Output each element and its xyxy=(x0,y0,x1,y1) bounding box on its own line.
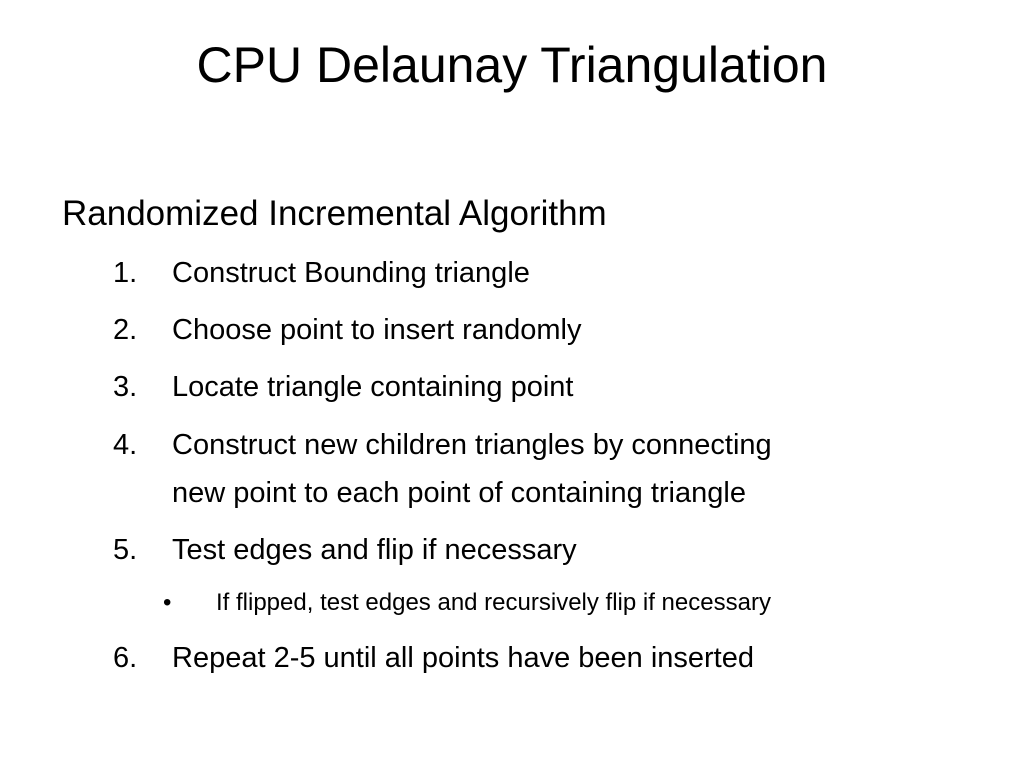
step-5-text: Test edges and flip if necessary xyxy=(172,534,577,566)
step-2-number: 2. xyxy=(113,314,138,346)
step-5-number: 5. xyxy=(113,534,138,566)
sub-bullet-text: If flipped, test edges and recursively f… xyxy=(216,589,771,616)
step-4-number: 4. xyxy=(113,429,138,461)
step-6-text: Repeat 2-5 until all points have been in… xyxy=(172,642,754,674)
step-1-text: Construct Bounding triangle xyxy=(172,257,530,289)
step-1-number: 1. xyxy=(113,257,138,289)
step-3-text: Locate triangle containing point xyxy=(172,371,574,403)
slide-title: CPU Delaunay Triangulation xyxy=(196,37,828,93)
step-6-number: 6. xyxy=(113,642,138,674)
step-2-text: Choose point to insert randomly xyxy=(172,314,582,346)
bullet-icon: • xyxy=(163,589,172,616)
step-4-text-line-2: new point to each point of containing tr… xyxy=(172,477,746,509)
section-heading: Randomized Incremental Algorithm xyxy=(62,194,607,233)
step-3-number: 3. xyxy=(113,371,138,403)
step-4-text: Construct new children triangles by conn… xyxy=(172,429,772,461)
